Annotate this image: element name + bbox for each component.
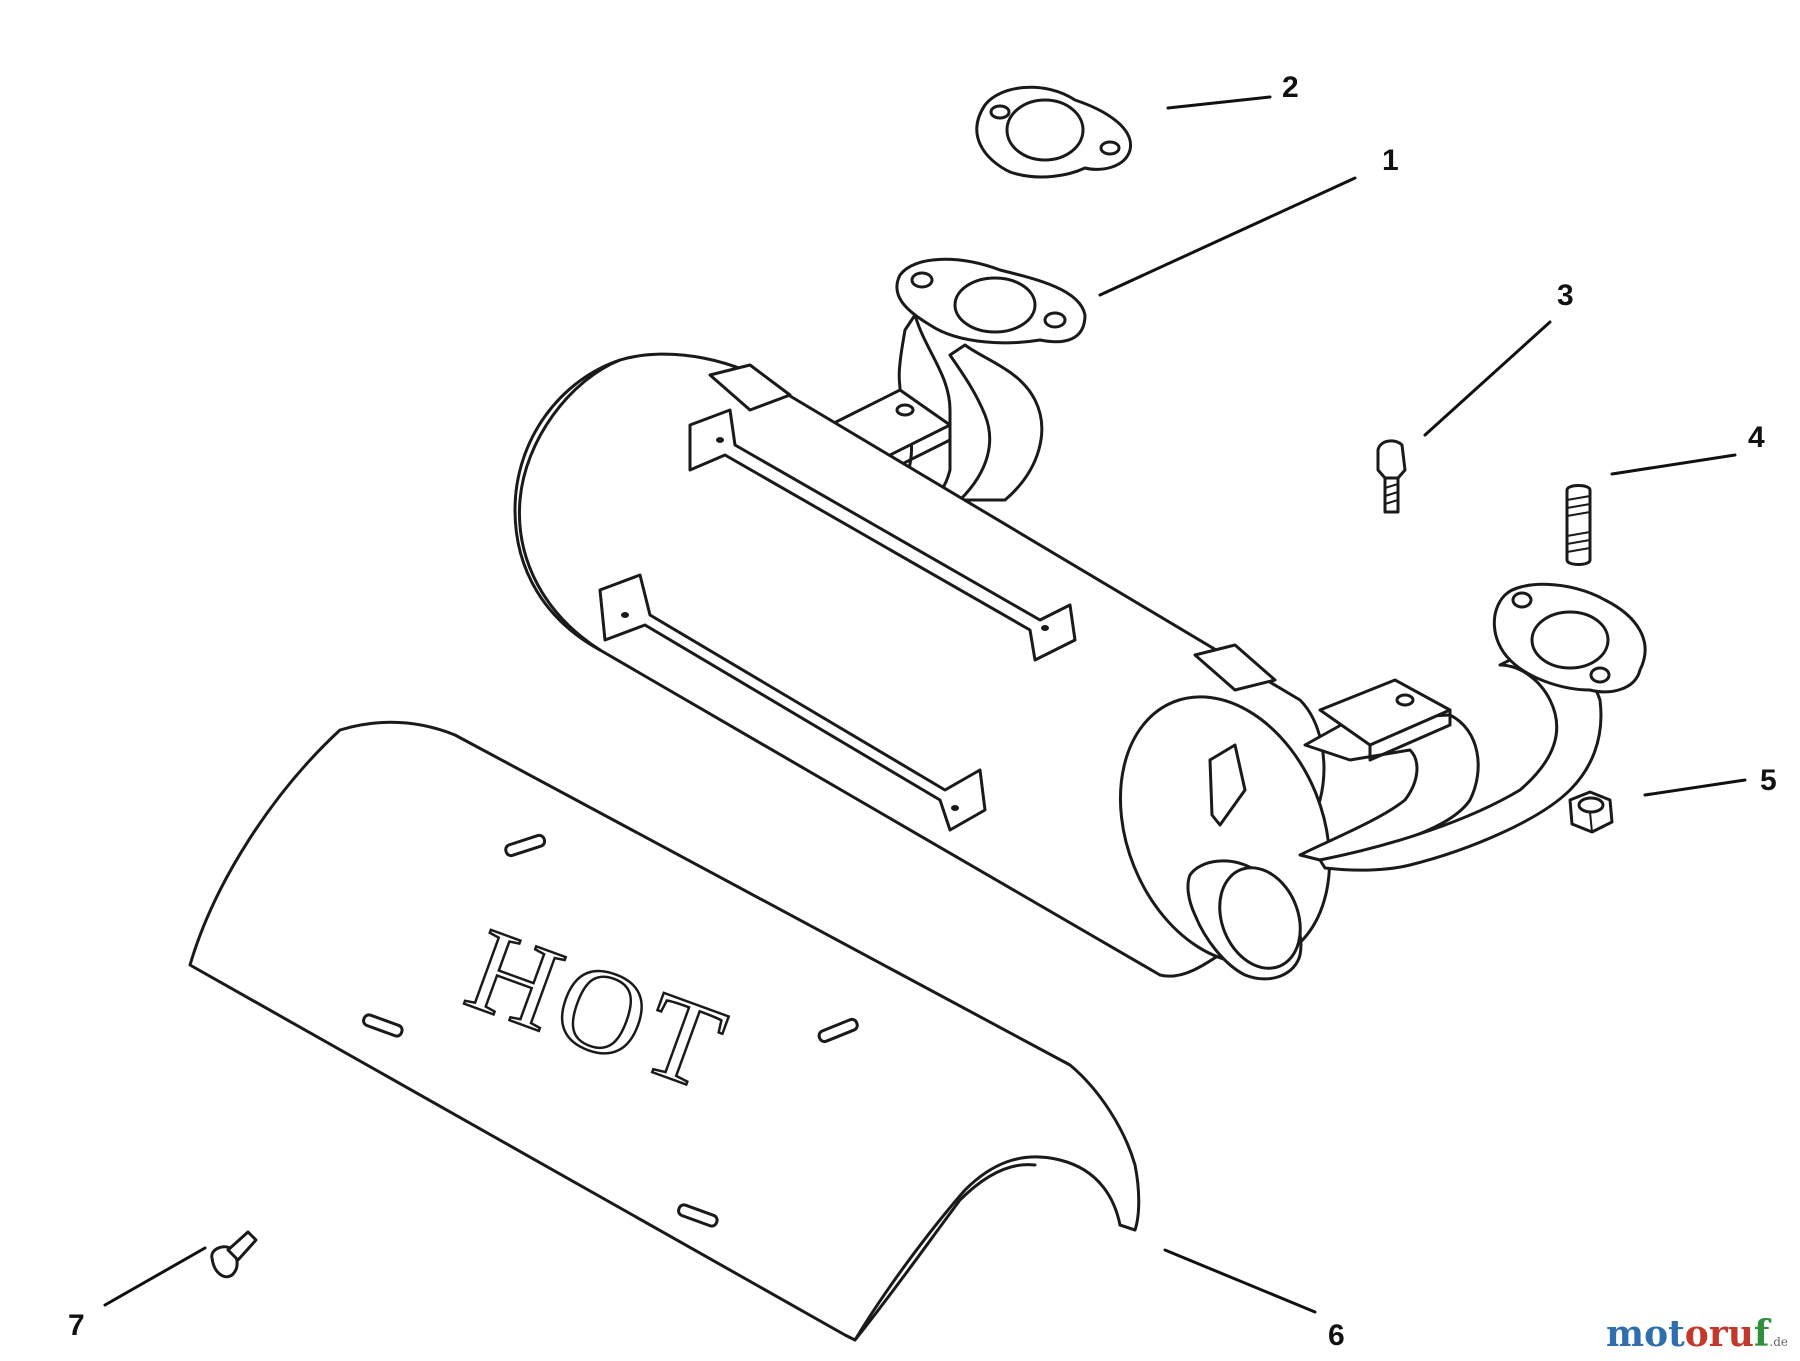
callout-4[interactable]: 4: [1748, 421, 1765, 454]
callout-6[interactable]: 6: [1328, 1319, 1345, 1352]
gasket-part-2[interactable]: [975, 85, 1132, 179]
nut-part-5[interactable]: [1568, 790, 1614, 834]
muffler-part-1[interactable]: [513, 257, 1647, 994]
leader-1: [1098, 176, 1357, 297]
leader-4: [1610, 453, 1737, 476]
leader-5: [1643, 778, 1747, 797]
heat-shield-part-6[interactable]: HOT: [188, 720, 1141, 1342]
screw-part-7[interactable]: [210, 1230, 258, 1279]
bolt-part-3[interactable]: [1376, 439, 1407, 514]
callout-1[interactable]: 1: [1382, 144, 1399, 177]
watermark-logo: motoruf.de: [1606, 1313, 1788, 1355]
callout-7[interactable]: 7: [68, 1309, 85, 1342]
callout-2[interactable]: 2: [1282, 71, 1299, 104]
callout-5[interactable]: 5: [1760, 764, 1777, 797]
leader-6: [1163, 1248, 1317, 1314]
leader-3: [1423, 320, 1552, 437]
leader-2: [1166, 95, 1272, 110]
leader-7: [103, 1246, 207, 1307]
stud-part-4[interactable]: [1565, 484, 1592, 566]
callout-3[interactable]: 3: [1557, 279, 1574, 312]
